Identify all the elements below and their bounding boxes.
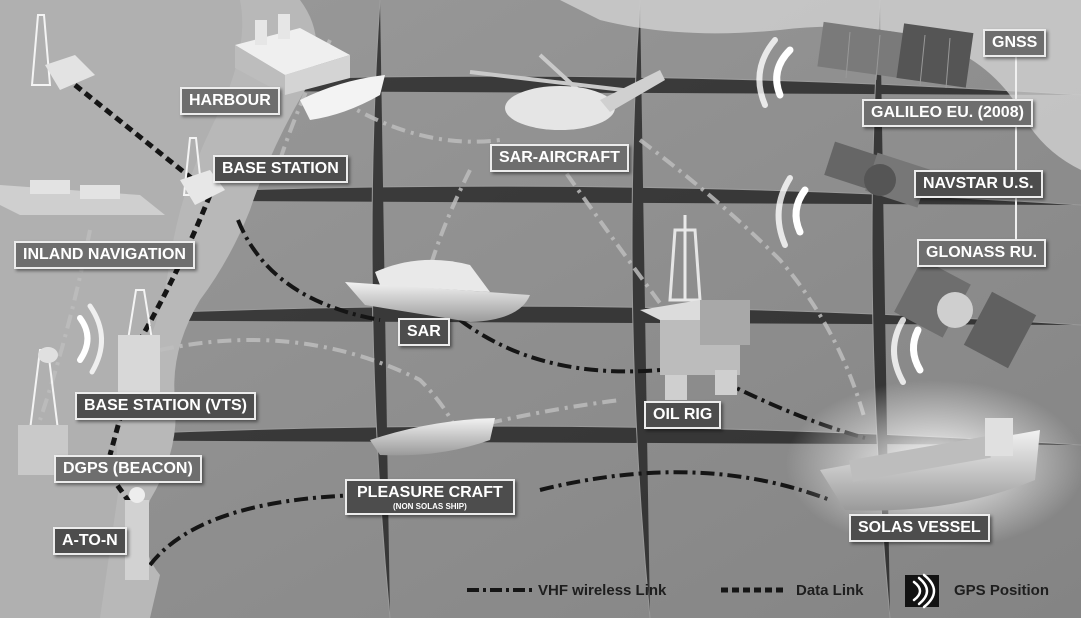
label-harbour: HARBOUR (180, 87, 280, 115)
label-solas-vessel: SOLAS VESSEL (849, 514, 990, 542)
label-galileo: GALILEO EU. (2008) (862, 99, 1033, 127)
label-inland-navigation: INLAND NAVIGATION (14, 241, 195, 269)
label-oil-rig: OIL RIG (644, 401, 721, 429)
label-sar-aircraft: SAR-AIRCRAFT (490, 144, 629, 172)
legend-data-link-label: Data Link (796, 582, 864, 599)
legend-vhf-label: VHF wireless Link (538, 582, 666, 599)
label-pleasure-craft: PLEASURE CRAFT (NON SOLAS SHIP) (345, 479, 515, 515)
label-a-to-n: A-TO-N (53, 527, 127, 555)
label-sar: SAR (398, 318, 450, 346)
label-gnss: GNSS (983, 29, 1046, 57)
label-base-station: BASE STATION (213, 155, 348, 183)
label-pleasure-craft-title: PLEASURE CRAFT (357, 484, 503, 501)
label-base-station-vts: BASE STATION (VTS) (75, 392, 256, 420)
legend-gps-position-label: GPS Position (954, 582, 1049, 599)
label-dgps-beacon: DGPS (BEACON) (54, 455, 202, 483)
label-pleasure-craft-subtitle: (NON SOLAS SHIP) (357, 502, 503, 511)
label-navstar: NAVSTAR U.S. (914, 170, 1043, 198)
label-glonass: GLONASS RU. (917, 239, 1046, 267)
